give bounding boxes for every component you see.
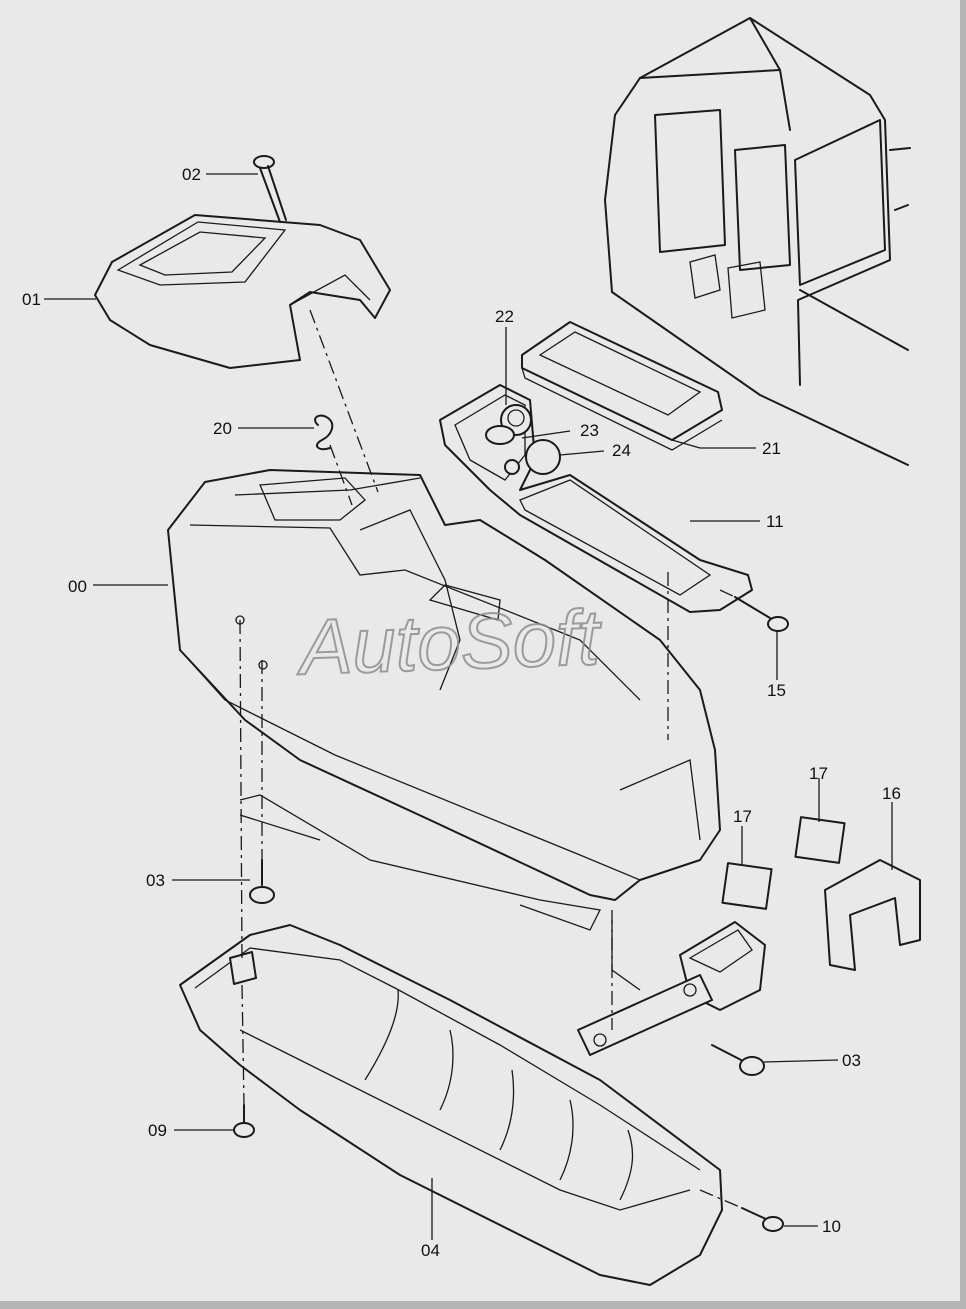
label-03b: 03 (842, 1051, 861, 1070)
part-16-handle (824, 859, 921, 971)
label-04: 04 (421, 1241, 440, 1260)
label-09: 09 (148, 1121, 167, 1140)
label-10: 10 (822, 1217, 841, 1236)
part-00-console (167, 469, 721, 931)
leader-lines (44, 173, 893, 1240)
part-22-switch (485, 404, 532, 445)
part-03-bolt-b (711, 1044, 765, 1076)
part-15-bolt (734, 596, 789, 632)
label-24: 24 (612, 441, 631, 460)
label-15: 15 (767, 681, 786, 700)
label-02: 02 (182, 165, 201, 184)
part-02-bolt (253, 155, 287, 223)
part-01-cover (94, 214, 391, 369)
watermark: AutoSoft (295, 593, 604, 692)
label-17a: 17 (809, 764, 828, 783)
part-09-bolt (233, 1104, 255, 1138)
cab-illustration (604, 17, 911, 466)
label-00: 00 (68, 577, 87, 596)
label-16: 16 (882, 784, 901, 803)
part-10-bolt (741, 1207, 784, 1232)
part-20-clip (314, 414, 334, 451)
part-21-tray (521, 321, 723, 451)
label-11: 11 (766, 512, 784, 531)
alignment-lines (239, 309, 743, 1209)
part-17-pad-b (721, 862, 773, 910)
label-22: 22 (495, 307, 514, 326)
label-17b: 17 (733, 807, 752, 826)
part-11-panel (439, 384, 753, 613)
label-23: 23 (580, 421, 599, 440)
part-labels: 02 01 20 00 22 23 24 21 11 15 17 17 16 0… (22, 165, 901, 1260)
label-03a: 03 (146, 871, 165, 890)
label-01: 01 (22, 290, 41, 309)
part-23-24-switches (504, 439, 561, 475)
label-21: 21 (762, 439, 781, 458)
part-03-bolt-a (249, 859, 275, 904)
bracket-assembly (577, 920, 766, 1056)
part-17-pad-a (794, 816, 846, 864)
label-20: 20 (213, 419, 232, 438)
part-04-tray (179, 924, 723, 1286)
